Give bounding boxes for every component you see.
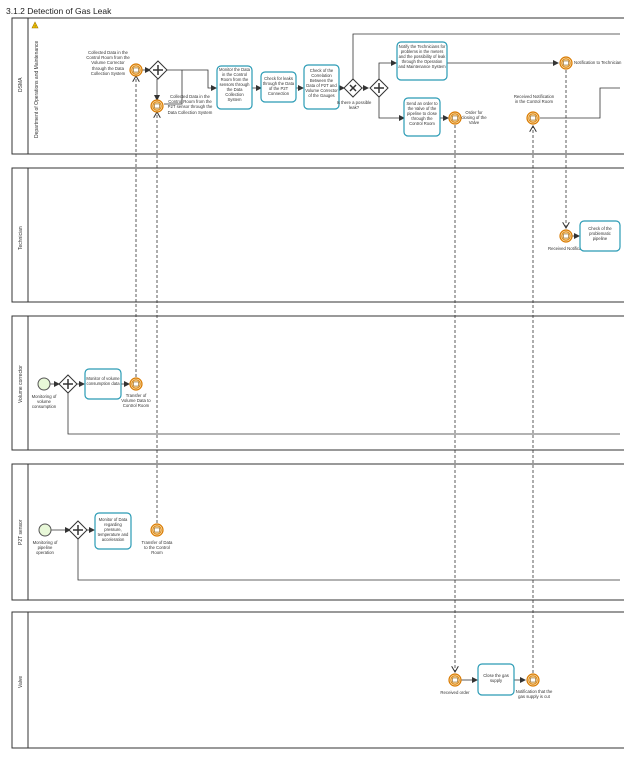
event-order-closing-valve: [448, 111, 462, 125]
fo-event-transfer-volume: Transfer of Volume Data to Control Room: [121, 393, 151, 409]
task-check-correlation-label: Check of the Correlation Between the Dat…: [305, 68, 338, 98]
task-notify-label: Notify the Technicians for problems in t…: [398, 44, 446, 69]
svg-text:!: !: [34, 24, 35, 29]
task-monitor-p2t-label: Monitor of Data regarding pressure, temp…: [97, 517, 129, 542]
parallel-gateway-merge: [148, 60, 168, 80]
start-event-p2t-label: Monitoring of pipeline operation: [32, 540, 58, 556]
fo-collected-volume: Collected Data in the Control Room from …: [86, 50, 130, 76]
event-collected-p2t-data: [150, 99, 164, 113]
task-check-leaks-label: Check for leaks through the Data of the …: [262, 76, 295, 96]
task-monitor-label: Monitor the Data in the Control Room fro…: [219, 67, 250, 102]
message-flows: [136, 70, 566, 673]
fo-gateway-question: Is there a possible leak?: [336, 100, 372, 111]
lane-label-p2t-sensor: P2T sensor: [18, 519, 24, 545]
event-transfer-p2t: [150, 523, 164, 537]
warning-icon: !: [31, 21, 39, 29]
task-check-pipeline[interactable]: [579, 220, 621, 252]
task-check-correlation[interactable]: [303, 64, 340, 110]
task-monitor-volume-label: Monitor of volume consumption data: [86, 376, 120, 386]
lane-label-dsma: Department of Operations and Maintenance: [34, 41, 40, 138]
diagram-title: 3.1.2 Detection of Gas Leak: [6, 6, 112, 16]
task-monitor-data[interactable]: [216, 65, 253, 110]
parallel-gateway-volume: [58, 374, 78, 394]
fo-event-transfer-p2t: Transfer of Data to the Control Room: [141, 540, 173, 556]
fo-task-close-gas: Close the gas supply: [483, 673, 509, 683]
fo-task-send-order: Send an order to the Valve of the pipeli…: [406, 101, 438, 126]
exclusive-gateway-leak: [343, 78, 363, 98]
task-monitor-volume[interactable]: [84, 368, 122, 400]
lane-label-technician: Technician: [18, 226, 24, 250]
task-check-pipeline-label: Check of the problematic pipeline: [588, 226, 612, 241]
task-send-order-label: Send an order to the Valve of the pipeli…: [406, 101, 438, 126]
event-received-notification-label: Received Notification in the Control Roo…: [513, 94, 555, 105]
label-collected-volume: Collected Data in the Control Room from …: [86, 50, 130, 76]
fo-event-received-notification: Received Notification in the Control Roo…: [513, 94, 555, 105]
fo-start-p2t: Monitoring of pipeline operation: [32, 540, 58, 556]
sequence-flows: [48, 33, 620, 683]
task-check-leaks[interactable]: [260, 71, 297, 103]
fo-task-notify: Notify the Technicians for problems in t…: [398, 44, 446, 69]
fo-task-check-correlation: Check of the Correlation Between the Dat…: [305, 68, 338, 98]
fo-task-monitor: Monitor the Data in the Control Room fro…: [219, 67, 250, 102]
event-notification-technician: [559, 56, 573, 70]
task-notify-technicians[interactable]: [396, 41, 448, 81]
fo-task-monitor-volume: Monitor of volume consumption data: [86, 376, 120, 386]
lane-technician: Technician: [11, 167, 624, 303]
lane-label-valve: Valve: [18, 676, 24, 688]
start-event-volume: [37, 377, 51, 391]
event-valve-received-order-label: Received order: [440, 690, 470, 695]
fo-task-check-leaks: Check for leaks through the Data of the …: [262, 76, 295, 96]
label-collected-p2t: Collected Data in the Control Room from …: [167, 94, 213, 115]
task-monitor-p2t[interactable]: [94, 512, 132, 550]
fo-task-check-pipeline: Check of the problematic pipeline: [588, 226, 612, 241]
event-transfer-volume-label: Transfer of Volume Data to Control Room: [121, 393, 151, 409]
event-notification-technician-label: Notification to Technician: [574, 60, 622, 65]
parallel-gateway-p2t: [68, 520, 88, 540]
fo-event-valve-notification: Notification that the gas supply is cut: [515, 689, 553, 700]
parallel-gateway-split: [369, 78, 389, 98]
fo-task-monitor-p2t: Monitor of Data regarding pressure, temp…: [97, 517, 129, 542]
event-technician-received-label: Received Notification: [548, 246, 589, 251]
fo-start-volume: Monitoring of volume consumption: [31, 394, 57, 410]
event-collected-volume-data: [129, 63, 143, 77]
fo-collected-p2t: Collected Data in the Control Room from …: [167, 94, 213, 115]
event-transfer-volume: [129, 377, 143, 391]
event-received-notification-control: [526, 111, 540, 125]
start-event-volume-label: Monitoring of volume consumption: [31, 394, 57, 410]
event-transfer-p2t-label: Transfer of Data to the Control Room: [141, 540, 173, 556]
gateway-question-label: Is there a possible leak?: [336, 100, 372, 111]
start-event-p2t: [38, 523, 52, 537]
event-valve-received-order: [448, 673, 462, 687]
task-send-order[interactable]: [403, 97, 441, 137]
lane-label-volume-corrector: Volume corrector: [18, 365, 24, 403]
event-order-label: Order for closing of the Valve: [461, 110, 487, 126]
event-technician-received: [559, 229, 573, 243]
task-close-gas-label: Close the gas supply: [483, 673, 509, 683]
fo-event-order: Order for closing of the Valve: [461, 110, 487, 126]
event-valve-notification-label: Notification that the gas supply is cut: [515, 689, 553, 700]
task-close-gas-supply[interactable]: [477, 663, 515, 696]
event-valve-notification: [526, 673, 540, 687]
lane-header-dsma: DSMA: [18, 77, 24, 92]
